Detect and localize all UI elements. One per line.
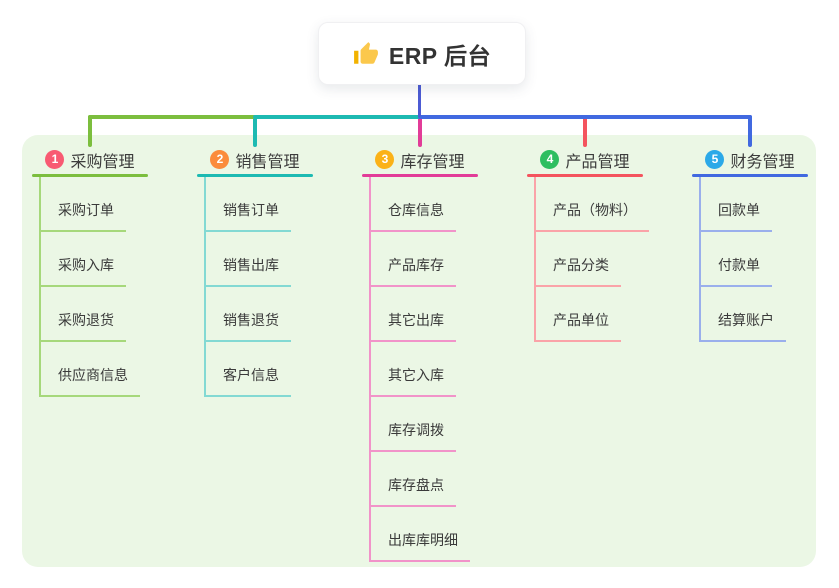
child-row: 回款单 [701,177,808,232]
child-row: 仓库信息 [371,177,478,232]
children-group: 产品（物料） 产品分类产品单位 [534,177,649,342]
child-node[interactable]: 仓库信息 [371,200,456,232]
branch-column: 2 销售管理销售订单销售出库销售退货客户信息 [197,146,313,397]
branch-underline [527,174,643,177]
root-node[interactable]: ERP 后台 [318,22,526,85]
child-row: 采购退货 [41,287,148,342]
branch-title: 财务管理 [730,153,795,171]
branch-title: 采购管理 [70,153,135,171]
child-node[interactable]: 其它入库 [371,365,456,397]
child-node[interactable]: 产品库存 [371,255,456,287]
child-row: 其它出库 [371,287,478,342]
child-node[interactable]: 供应商信息 [41,365,140,397]
child-node[interactable]: 采购退货 [41,310,126,342]
branch-title: 库存管理 [400,153,465,171]
branch-underline [362,174,478,177]
branch-column: 4 产品管理产品（物料） 产品分类产品单位 [527,146,649,342]
child-row: 其它入库 [371,342,478,397]
child-row: 采购订单 [41,177,148,232]
child-row: 产品（物料） [536,177,649,232]
child-row: 销售订单 [206,177,313,232]
child-node[interactable]: 出库库明细 [371,530,470,562]
thumbs-up-icon [353,41,379,67]
child-row: 销售退货 [206,287,313,342]
child-row: 出库库明细 [371,507,478,562]
child-node[interactable]: 付款单 [701,255,772,287]
child-node[interactable]: 客户信息 [206,365,291,397]
branch-number-badge: 3 [375,150,395,169]
child-row: 库存调拨 [371,397,478,452]
branch-underline [197,174,313,177]
branch-underline [692,174,808,177]
root-connector [418,83,421,117]
child-node[interactable]: 产品（物料） [536,200,649,232]
branch-connector-segment [88,115,257,119]
branch-number-badge: 2 [210,150,230,169]
branch-node-2[interactable]: 2 销售管理 [197,146,313,173]
child-row: 产品单位 [536,287,643,342]
branch-node-3[interactable]: 3 库存管理 [362,146,478,173]
children-group: 销售订单销售出库销售退货客户信息 [204,177,313,397]
root-title: ERP 后台 [388,42,492,69]
children-group: 回款单付款单结算账户 [699,177,808,342]
branch-node-4[interactable]: 4 产品管理 [527,146,643,173]
child-node[interactable]: 产品单位 [536,310,621,342]
child-node[interactable]: 采购订单 [41,200,126,232]
branch-connector-segment [253,115,420,119]
branch-connector-segment [418,115,752,119]
branch-column: 5 财务管理回款单付款单结算账户 [692,146,808,342]
branch-node-5[interactable]: 5 财务管理 [692,146,808,173]
mindmap-panel [22,135,816,567]
child-row: 付款单 [701,232,808,287]
child-row: 产品分类 [536,232,643,287]
child-node[interactable]: 库存调拨 [371,420,456,452]
child-node[interactable]: 销售出库 [206,255,291,287]
children-group: 采购订单采购入库采购退货供应商信息 [39,177,148,397]
branch-node-1[interactable]: 1 采购管理 [32,146,148,173]
child-node[interactable]: 库存盘点 [371,475,456,507]
branch-column: 1 采购管理采购订单采购入库采购退货供应商信息 [32,146,148,397]
child-row: 客户信息 [206,342,313,397]
child-row: 结算账户 [701,287,808,342]
branch-number-badge: 5 [705,150,725,169]
child-node[interactable]: 产品分类 [536,255,621,287]
branch-column: 3 库存管理仓库信息产品库存其它出库其它入库库存调拨库存盘点出库库明细 [362,146,478,562]
child-row: 产品库存 [371,232,478,287]
branch-number-badge: 4 [540,150,560,169]
child-node[interactable]: 回款单 [701,200,772,232]
child-node[interactable]: 结算账户 [701,310,786,342]
child-row: 库存盘点 [371,452,478,507]
child-node[interactable]: 采购入库 [41,255,126,287]
branch-title: 销售管理 [235,153,300,171]
branch-title: 产品管理 [565,153,630,171]
child-row: 销售出库 [206,232,313,287]
child-node[interactable]: 销售订单 [206,200,291,232]
child-row: 供应商信息 [41,342,148,397]
branch-underline [32,174,148,177]
children-group: 仓库信息产品库存其它出库其它入库库存调拨库存盘点出库库明细 [369,177,478,562]
branch-number-badge: 1 [45,150,65,169]
child-node[interactable]: 销售退货 [206,310,291,342]
child-row: 采购入库 [41,232,148,287]
child-node[interactable]: 其它出库 [371,310,456,342]
